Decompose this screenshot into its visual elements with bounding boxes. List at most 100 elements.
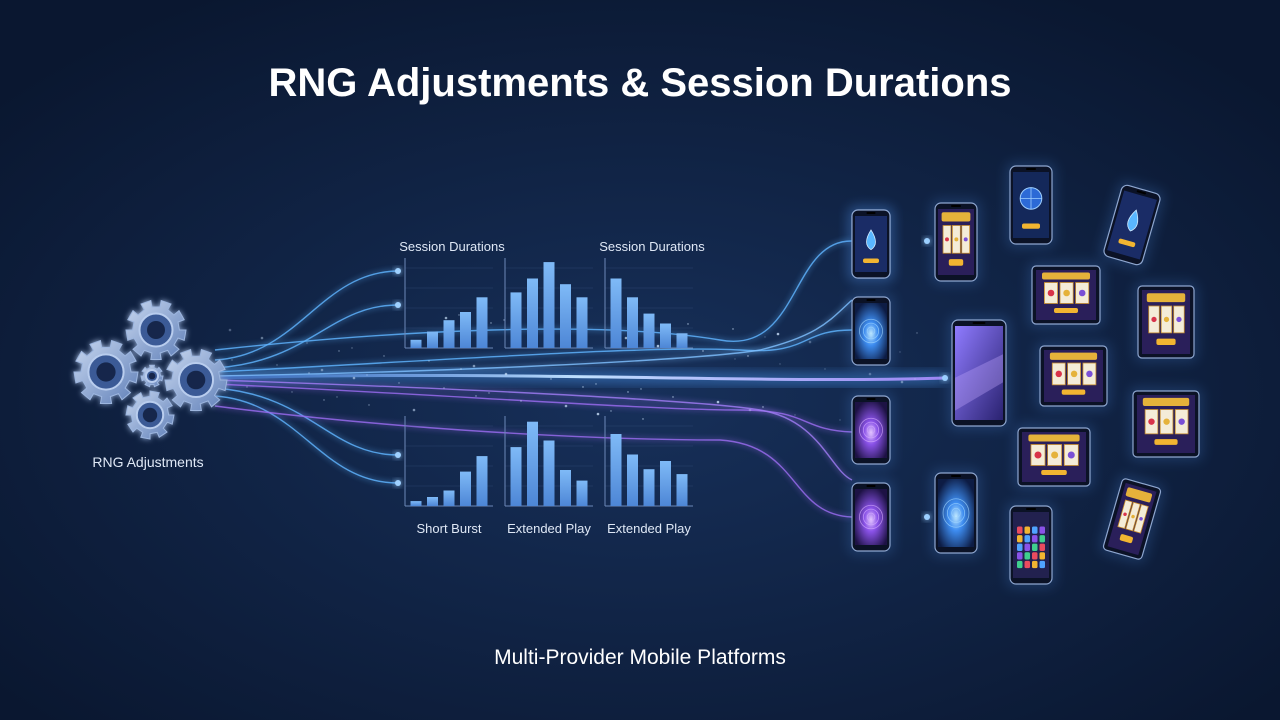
vortex-ring (942, 498, 970, 528)
chart-bar (543, 440, 555, 506)
slot-symbol (1067, 451, 1075, 459)
app-tile (1032, 535, 1038, 543)
sparkle-particle (246, 386, 248, 388)
spin-button (1154, 439, 1178, 445)
chart-heading: Session Durations (599, 239, 705, 254)
screen-gradient (955, 326, 1003, 420)
sparkle-particle (640, 388, 642, 390)
footer-label: Multi-Provider Mobile Platforms (494, 646, 786, 669)
spin-button (1041, 470, 1067, 475)
spin-button (1054, 308, 1078, 313)
core-beam (214, 373, 946, 382)
vortex-ring (862, 322, 880, 340)
gear-hub (142, 407, 158, 423)
flow-node (395, 302, 401, 308)
slot-symbol (1163, 316, 1170, 323)
flow-node (942, 375, 948, 381)
phone-device (848, 392, 894, 468)
sparkle-particle (610, 410, 612, 412)
sparkle-particle (352, 376, 356, 380)
chart-bar (460, 312, 471, 348)
bar-chart (504, 258, 593, 349)
sparkle-particle (716, 400, 720, 404)
app-tile (1017, 535, 1023, 543)
bar-chart: Session Durations (399, 239, 505, 349)
chart-bar (643, 469, 655, 506)
slot-marquee (1028, 434, 1080, 442)
phone-device (948, 316, 1010, 430)
gear-small-icon (140, 364, 164, 388)
chart-bar (510, 292, 522, 348)
sparkle-particle (747, 355, 749, 357)
vortex-ring (859, 318, 883, 344)
sparkle-particle (762, 406, 764, 408)
spin-button (1061, 389, 1086, 395)
sparkle-particle (460, 368, 462, 370)
slot-symbol (1178, 418, 1185, 425)
sparkle-particle (323, 399, 325, 401)
sparkle-particle (308, 372, 310, 374)
gear-bottom-icon (125, 390, 175, 440)
screen-wave (955, 354, 1003, 411)
chart-bar (560, 284, 571, 348)
chart-bar (527, 421, 538, 506)
slot-symbol (1086, 370, 1093, 378)
flow-line (214, 379, 853, 481)
device-notch (1025, 168, 1037, 170)
sparkle-particle (383, 355, 385, 357)
phone-device (1099, 180, 1165, 270)
slot-symbol (1148, 418, 1155, 425)
vortex-ring (866, 425, 876, 435)
device-notch (972, 322, 986, 324)
phone-device (848, 479, 894, 555)
flow-lines (214, 238, 948, 520)
rng-adjustments-label: RNG Adjustments (92, 454, 203, 470)
sparkle-particle (488, 392, 490, 394)
sparkle-particle (794, 414, 796, 416)
mobile-devices-cluster (848, 162, 1203, 588)
phone-device (931, 199, 981, 285)
app-tile (1039, 560, 1045, 569)
page-title: RNG Adjustments & Session Durations (268, 61, 1011, 105)
sparkle-particle (734, 358, 736, 360)
sparkle-particle (900, 380, 904, 384)
chart-bar (643, 313, 655, 348)
sparkle-particle (596, 412, 600, 416)
chart-caption: Extended Play (607, 521, 691, 536)
sparkle-particle (642, 418, 644, 420)
slot-symbol (1151, 316, 1157, 323)
flow-node (395, 268, 401, 274)
sparkle-particle (366, 374, 368, 376)
sparkle-particle (231, 359, 233, 361)
sparkle-particle (520, 400, 522, 402)
app-tile (1032, 543, 1038, 551)
gear-left-icon (73, 339, 139, 404)
chart-bar (476, 456, 488, 506)
chart-caption: Extended Play (507, 521, 591, 536)
app-tile (1024, 560, 1030, 569)
slot-symbol (1131, 514, 1135, 519)
tablet-device (1028, 262, 1104, 328)
app-tile (1039, 552, 1045, 560)
drop-icon (866, 229, 876, 251)
bar-chart: Extended Play (604, 416, 693, 536)
app-tile (1024, 526, 1030, 534)
slot-symbol (1163, 418, 1170, 425)
sparkle-particle (306, 342, 308, 344)
chart-bar (460, 471, 471, 506)
app-tile (1017, 560, 1023, 569)
chart-bar (427, 331, 438, 348)
sparkle-particle (868, 372, 872, 376)
flow-line (214, 329, 853, 373)
screen-vortex (855, 303, 887, 359)
tablet-device (1134, 282, 1198, 362)
slot-symbol (1051, 451, 1059, 459)
play-button (1022, 223, 1040, 229)
slot-symbol (1063, 289, 1070, 297)
sparkle-particle (472, 364, 476, 368)
sparkle-particle (398, 382, 400, 384)
chart-bar (676, 333, 688, 348)
chart-bar (576, 480, 588, 506)
chart-bar (427, 497, 438, 506)
